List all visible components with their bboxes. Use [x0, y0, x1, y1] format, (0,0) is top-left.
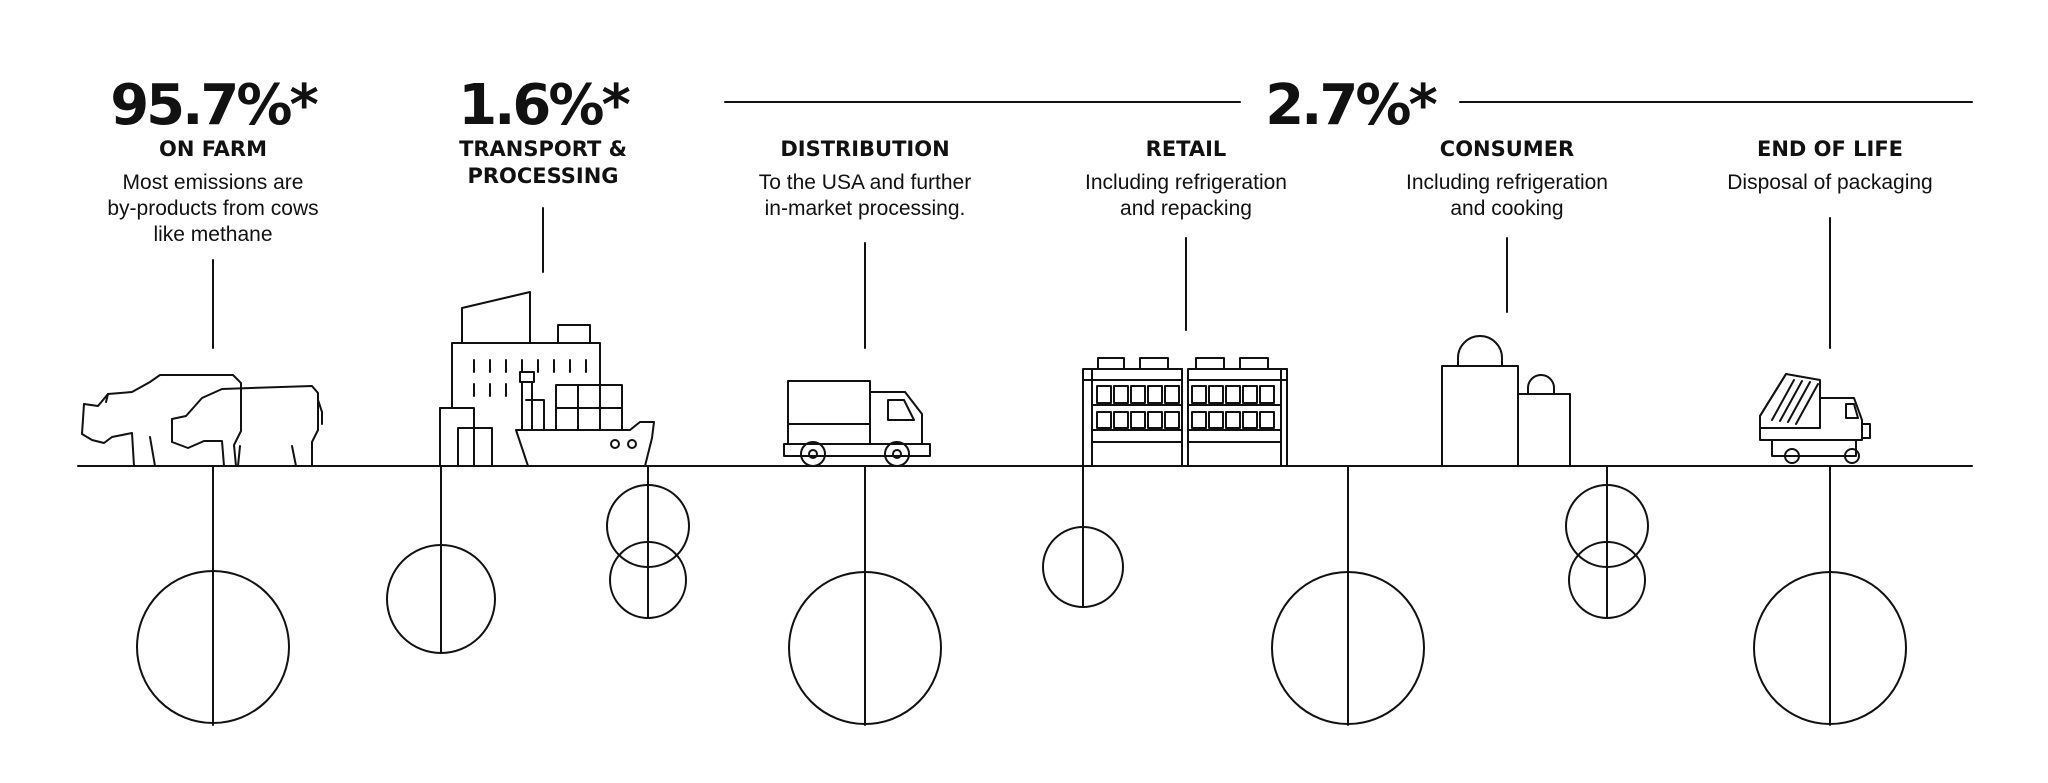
consumer-desc-line-2: and cooking [1450, 197, 1564, 220]
distribution-circle [789, 466, 941, 725]
distribution-desc-line-1: To the USA and further [758, 171, 972, 194]
consumer-title: CONSUMER [1439, 137, 1575, 161]
shopping-bags-icon [1442, 336, 1570, 466]
end-of-life-title: END OF LIFE [1756, 137, 1904, 161]
transport-title: TRANSPORT & PROCESSING [433, 136, 653, 190]
on-farm-description: Most emissions are by-products from cows… [63, 170, 363, 248]
retail-title: RETAIL [1145, 137, 1227, 161]
end-of-life-description: Disposal of packaging [1680, 170, 1980, 196]
on-farm-desc-line-2: by-products from cows [107, 197, 319, 220]
distribution-description: To the USA and further in-market process… [715, 170, 1015, 222]
cows-icon [82, 375, 322, 466]
on-farm-title: ON FARM [159, 137, 267, 161]
processing-circles [607, 466, 689, 618]
consumer-desc-line-1: Including refrigeration [1406, 171, 1608, 194]
retail-shelves-icon [1083, 358, 1287, 466]
transport-title-line-1: TRANSPORT & [459, 137, 627, 161]
retail-large-circle [1272, 466, 1424, 725]
dump-truck-icon [1760, 374, 1870, 463]
distribution-desc-line-2: in-market processing. [764, 197, 966, 220]
retail-desc-line-2: and repacking [1120, 197, 1252, 220]
consumer-description: Including refrigeration and cooking [1357, 170, 1657, 222]
distribution-title: DISTRIBUTION [780, 137, 950, 161]
on-farm-percent: 95.7%* [110, 73, 319, 138]
retail-desc-line-1: Including refrigeration [1085, 171, 1287, 194]
transport-title-line-2: PROCESSING [467, 164, 619, 188]
transport-percent: 1.6%* [458, 73, 631, 138]
factory-ship-icon [440, 292, 654, 466]
retail-circle [1043, 466, 1123, 607]
farm-circle [137, 466, 289, 725]
group-percent: 2.7%* [1265, 73, 1438, 138]
end-of-life-circle [1754, 466, 1906, 725]
delivery-truck-icon [784, 381, 930, 466]
retail-description: Including refrigeration and repacking [1036, 170, 1336, 222]
transport-circle [387, 466, 495, 653]
end-of-life-desc-line-1: Disposal of packaging [1727, 171, 1933, 194]
on-farm-desc-line-1: Most emissions are [122, 171, 304, 194]
consumer-circles [1566, 466, 1648, 618]
on-farm-desc-line-3: like methane [153, 223, 273, 246]
